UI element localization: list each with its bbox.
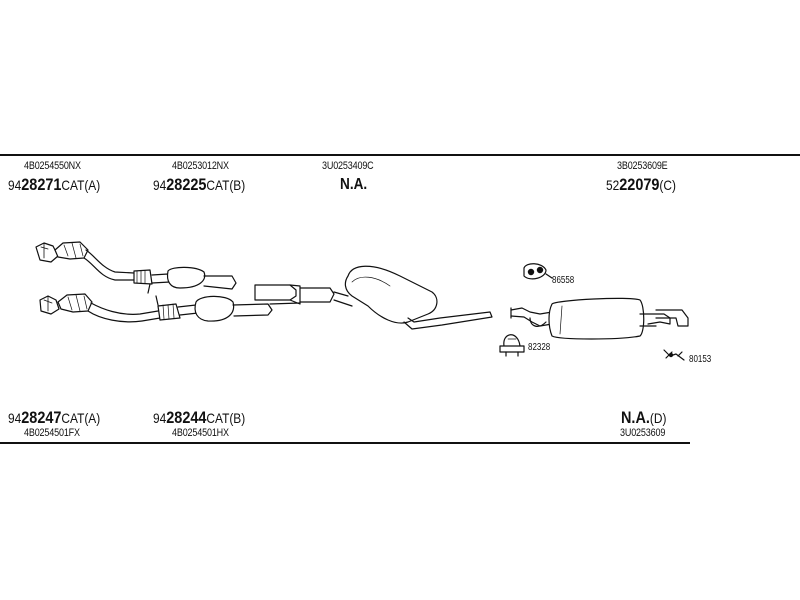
part-number-top-4: 5222079(C) bbox=[606, 176, 676, 193]
part-number-bottom-2: 9428244CAT(B) bbox=[153, 409, 245, 426]
part-main-number: 28244 bbox=[166, 408, 207, 427]
part-suffix: CAT(A) bbox=[61, 177, 101, 193]
part-number-top-2: 9428225CAT(B) bbox=[153, 176, 245, 193]
oem-number-top-2: 4B0253012NX bbox=[172, 160, 229, 172]
part-main-number: 28225 bbox=[166, 175, 207, 194]
part-number-bottom-3: N.A.(D) bbox=[621, 409, 666, 426]
part-prefix: 94 bbox=[153, 410, 167, 426]
rubber-hanger-icon bbox=[523, 263, 553, 280]
oem-number-bottom-3: 3U0253609 bbox=[620, 427, 666, 439]
pipe-clamp-icon bbox=[499, 334, 525, 357]
part-number-top-1: 9428271CAT(A) bbox=[8, 176, 100, 193]
oem-number-bottom-1: 4B0254501FX bbox=[24, 427, 80, 439]
part-main-number: 22079 bbox=[619, 175, 660, 194]
part-suffix: CAT(B) bbox=[206, 410, 246, 426]
middle-silencer bbox=[254, 265, 493, 330]
oem-number-top-3: 3U0253409C bbox=[322, 160, 374, 172]
part-suffix: (C) bbox=[659, 177, 676, 193]
oem-number-bottom-2: 4B0254501HX bbox=[172, 427, 229, 439]
accessory-label-86558: 86558 bbox=[552, 275, 575, 286]
oem-number-top-4: 3B0253609E bbox=[617, 160, 668, 172]
part-number-top-3: N.A. bbox=[340, 176, 368, 193]
part-prefix: 52 bbox=[606, 177, 620, 193]
rear-silencer bbox=[510, 297, 689, 340]
part-prefix: 94 bbox=[153, 177, 167, 193]
part-prefix: 94 bbox=[8, 410, 22, 426]
part-main-number: N.A. bbox=[621, 408, 650, 427]
top-rule bbox=[0, 154, 800, 156]
hanger-bracket-icon bbox=[663, 349, 685, 361]
part-prefix: 94 bbox=[8, 177, 22, 193]
part-suffix: (D) bbox=[649, 410, 667, 426]
part-main-number: 28271 bbox=[21, 175, 62, 194]
part-number-bottom-1: 9428247CAT(A) bbox=[8, 409, 100, 426]
part-main-number: 28247 bbox=[21, 408, 62, 427]
accessory-label-82328: 82328 bbox=[528, 342, 551, 353]
bottom-rule bbox=[0, 442, 690, 444]
accessory-label-80153: 80153 bbox=[689, 354, 712, 365]
oem-number-top-1: 4B0254550NX bbox=[24, 160, 81, 172]
front-catalyst-lower bbox=[39, 293, 273, 323]
part-suffix: CAT(B) bbox=[206, 177, 246, 193]
part-suffix: CAT(A) bbox=[61, 410, 101, 426]
front-catalyst-upper bbox=[35, 241, 237, 294]
